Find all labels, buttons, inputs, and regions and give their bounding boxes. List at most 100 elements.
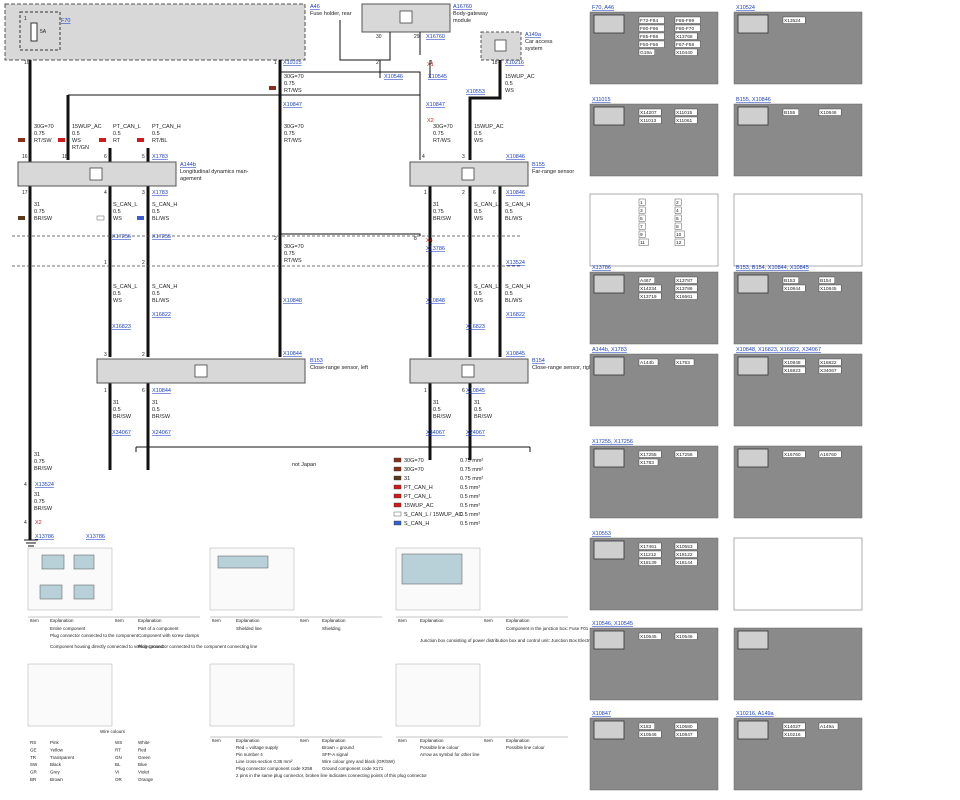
link-x13786-top[interactable]: X13786 [426, 246, 445, 252]
link-x34067[interactable]: X34067 [112, 430, 131, 436]
link-x1783[interactable]: X1783 [152, 154, 168, 160]
legend-signal: S_CAN_L / 15WUP_AC [404, 512, 463, 518]
photo-title[interactable]: X10546, X10545 [592, 621, 633, 627]
photo-title[interactable]: X10553 [592, 531, 611, 537]
link-x10846[interactable]: X10846 [506, 154, 525, 160]
link-x16822-b[interactable]: X16822 [506, 312, 525, 318]
photo-title[interactable]: A144b, X1783 [592, 347, 627, 353]
link-x11015[interactable]: X11015 [283, 60, 302, 66]
link-x10847-b[interactable]: X10847 [426, 102, 445, 108]
location-photo[interactable] [733, 193, 863, 267]
wire-size: 0.75 [284, 131, 295, 137]
photo-title[interactable]: B153, B154, X10844, X10845 [736, 265, 809, 271]
link-x10844-b[interactable]: X10844 [152, 388, 171, 394]
wire-colour-cell: OR [115, 777, 123, 782]
pin-8-mid: 8 [414, 236, 417, 242]
callout-box [782, 108, 800, 116]
photo-title[interactable]: X10847 [592, 711, 611, 717]
vehicle-inset [737, 274, 769, 294]
fuse-id-link[interactable]: F70 [61, 18, 70, 24]
photo-title[interactable]: X17255, X17256 [592, 439, 633, 445]
link-x1783-b[interactable]: X1783 [152, 190, 168, 196]
link-x17255[interactable]: X17255 [152, 234, 171, 240]
photo-title[interactable]: X10524 [736, 5, 755, 11]
link-x10844[interactable]: X10844 [283, 351, 302, 357]
link-x10846-b[interactable]: X10846 [506, 190, 525, 196]
link-x16823-b[interactable]: X16823 [466, 324, 485, 330]
link-x16760[interactable]: X16760 [426, 34, 445, 40]
link-x10546[interactable]: X10546 [384, 74, 403, 80]
callout-box [782, 284, 806, 292]
photo-title[interactable]: X10848, X16823, X16822, X34067 [736, 347, 821, 353]
link-x10545[interactable]: X10545 [428, 74, 447, 80]
pin-1-mid: 1 [104, 260, 107, 266]
wire-col: BL/WS [152, 298, 169, 304]
a144b-id-link[interactable]: A144b [180, 162, 196, 168]
location-photo[interactable] [733, 627, 863, 701]
callout-box [674, 24, 701, 32]
photo-title[interactable]: X10216, A149a [736, 711, 775, 717]
callout-label: X11015 [676, 110, 693, 116]
wire-colour-cell: Yellow [50, 747, 64, 752]
link-x34067-b[interactable]: X34067 [426, 430, 445, 436]
link-x10216[interactable]: X10216 [505, 60, 524, 66]
a46-id-link[interactable]: A46 [310, 4, 320, 10]
link-x13786[interactable]: X13786 [35, 534, 54, 540]
link-x10848-b[interactable]: X10848 [426, 298, 445, 304]
link-x10847[interactable]: X10847 [283, 102, 302, 108]
b155-id-link[interactable]: B155 [532, 162, 545, 168]
a144b-name-2: agement [180, 176, 202, 182]
link-x10553[interactable]: X10553 [466, 89, 485, 95]
link-x10845[interactable]: X10845 [506, 351, 525, 357]
link-x16822[interactable]: X16822 [152, 312, 171, 318]
t4-r1: Red = voltage supply [236, 745, 279, 750]
a149a-id-link[interactable]: A149a [525, 32, 542, 38]
link-x17256[interactable]: X17256 [112, 234, 131, 240]
link-x10848[interactable]: X10848 [283, 298, 302, 304]
link-x24067-b[interactable]: X24067 [466, 430, 485, 436]
photo-title[interactable]: F70, A46 [592, 5, 614, 11]
photo-title[interactable]: X11015 [592, 97, 611, 103]
wire-col: WS [505, 88, 514, 94]
pin-18-b: 18 [62, 154, 68, 160]
location-photo[interactable] [733, 537, 863, 611]
a16760-id-link[interactable]: A16760 [453, 4, 472, 10]
photo-title[interactable]: B155, X10846 [736, 97, 771, 103]
wire-size: 0.5 [474, 209, 482, 215]
link-x13524-b[interactable]: X13524 [35, 482, 54, 488]
wire-col: WS [72, 138, 81, 144]
photo-title[interactable]: X13786 [592, 265, 611, 271]
b154-id-link[interactable]: B154 [532, 358, 545, 364]
link-x13524[interactable]: X13524 [506, 260, 525, 266]
wire-w7-a: 31 0.75 BR/SW [18, 202, 53, 222]
wire-colour-cell: Red [138, 747, 147, 752]
wires [12, 20, 520, 540]
link-x13786-c[interactable]: X13786 [86, 534, 105, 540]
wire-sig: 31 [34, 492, 40, 498]
splice-x1: X1 [427, 62, 434, 68]
a149a-name-2: system [525, 46, 543, 52]
link-x10845-b[interactable]: X10845 [466, 388, 485, 394]
b153-id-link[interactable]: B153 [310, 358, 323, 364]
link-x24067[interactable]: X24067 [152, 430, 171, 436]
callout-box [638, 722, 656, 730]
callout-label: X1783 [676, 360, 690, 366]
link-x16823[interactable]: X16823 [112, 324, 131, 330]
wire-sig: S_CAN_L [113, 284, 137, 290]
